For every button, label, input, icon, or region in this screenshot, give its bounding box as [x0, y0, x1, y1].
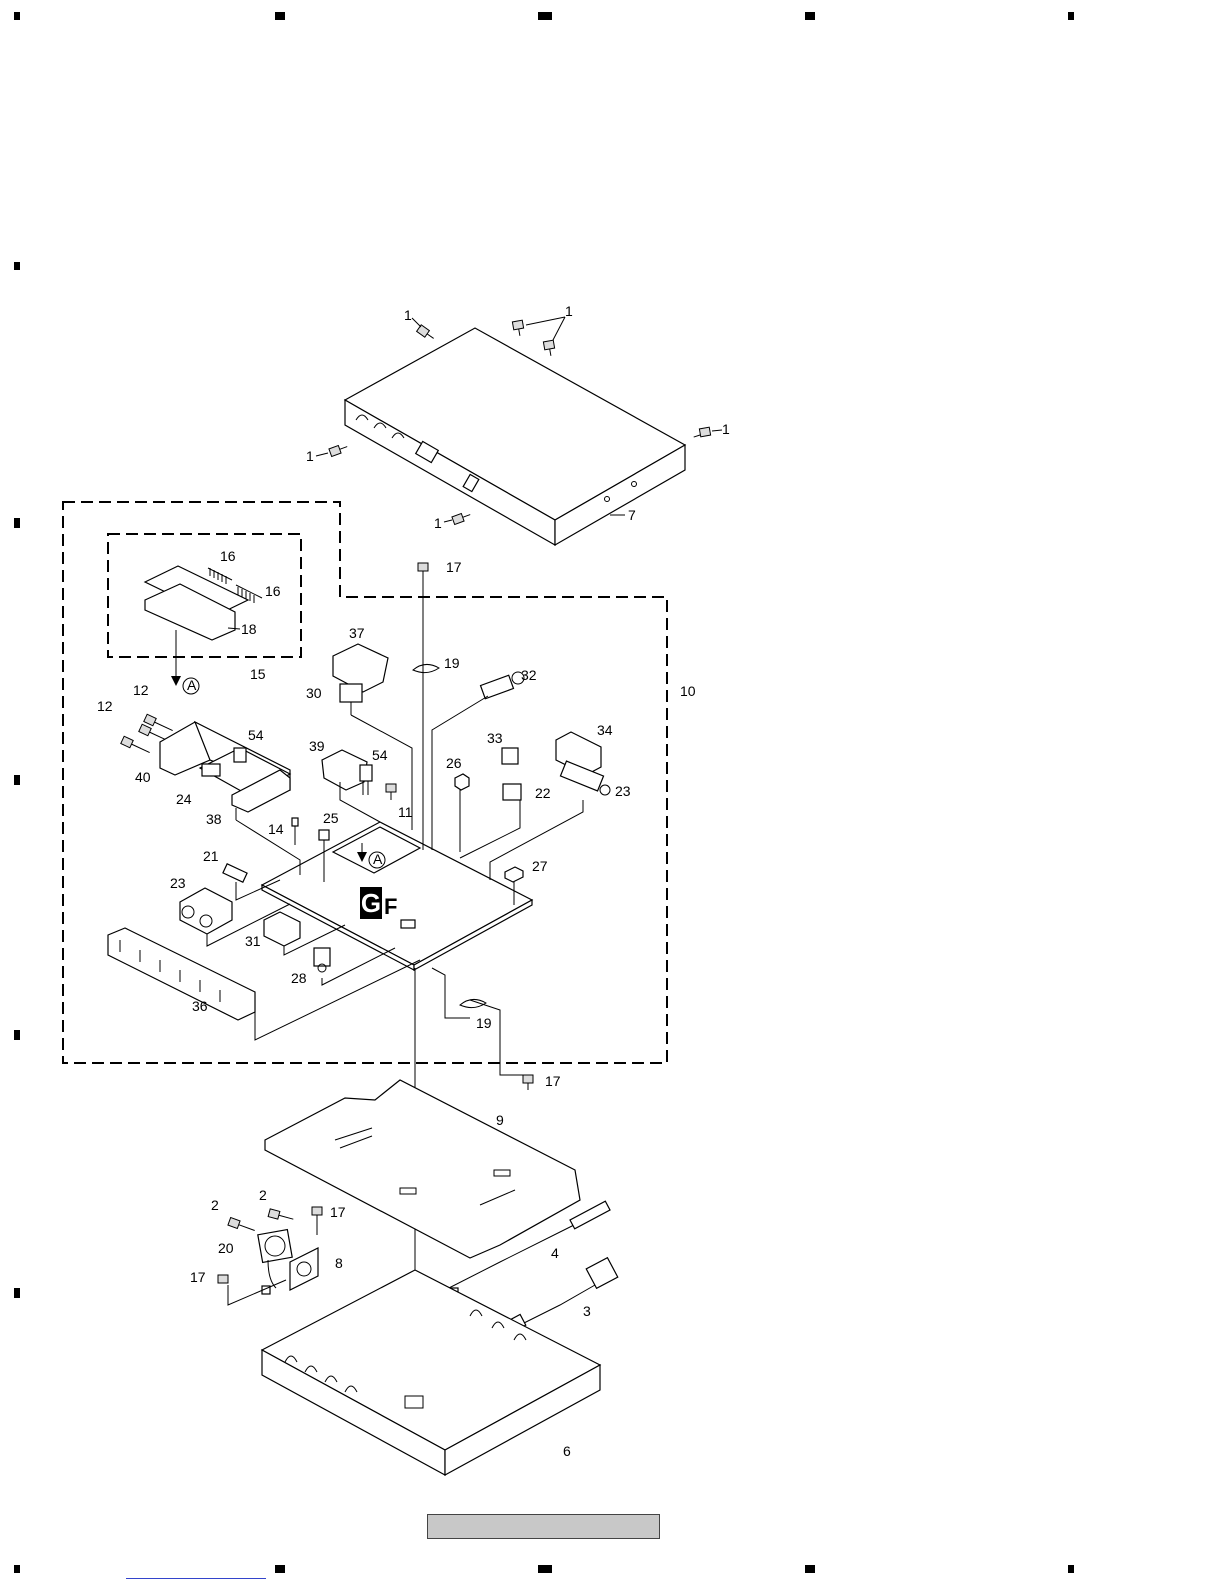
callout: 36 — [192, 998, 208, 1014]
callout: 6 — [563, 1443, 571, 1459]
callout: 1 — [565, 303, 573, 319]
callout: 54 — [248, 727, 264, 743]
callout: 10 — [680, 683, 696, 699]
callout: 2 — [259, 1187, 267, 1203]
callout: 30 — [306, 685, 322, 701]
insulator-sheet — [265, 1080, 580, 1258]
callout: 38 — [206, 811, 222, 827]
badge-g: G — [361, 888, 381, 918]
callout: 23 — [170, 875, 186, 891]
callout: 26 — [446, 755, 462, 771]
callout: 21 — [203, 848, 219, 864]
callout: 16 — [265, 583, 281, 599]
callout: 33 — [487, 730, 503, 746]
callout: 40 — [135, 769, 151, 785]
callout: 22 — [535, 785, 551, 801]
callout: 1 — [434, 515, 442, 531]
marker-a-label: A — [373, 851, 383, 867]
callout: 34 — [597, 722, 613, 738]
callout: 17 — [330, 1204, 346, 1220]
callout: 7 — [628, 507, 636, 523]
fan-assembly — [218, 1207, 322, 1305]
callout: 17 — [545, 1073, 561, 1089]
callout: 19 — [476, 1015, 492, 1031]
callout: 4 — [551, 1245, 559, 1261]
bottom-chassis — [262, 1270, 600, 1475]
callout: 12 — [133, 682, 149, 698]
callout: 1 — [306, 448, 314, 464]
callout: 39 — [309, 738, 325, 754]
callout: 1 — [722, 421, 730, 437]
callout: 18 — [241, 621, 257, 637]
callout: 19 — [444, 655, 460, 671]
callout: 15 — [250, 666, 266, 682]
callout: 27 — [532, 858, 548, 874]
callout: 11 — [398, 804, 413, 820]
callout: 1 — [404, 307, 412, 323]
marker-a-label: A — [187, 677, 197, 693]
callout: 23 — [615, 783, 631, 799]
callout: 20 — [218, 1240, 234, 1256]
badge-f: F — [384, 894, 397, 919]
callout: 24 — [176, 791, 192, 807]
callout: 32 — [521, 667, 537, 683]
footer-link-underline[interactable] — [126, 1578, 266, 1579]
callout: 14 — [268, 821, 284, 837]
callout: 9 — [496, 1112, 504, 1128]
callout: 2 — [211, 1197, 219, 1213]
callout: 37 — [349, 625, 365, 641]
callout: 31 — [245, 933, 261, 949]
callout: 28 — [291, 970, 307, 986]
callout: 8 — [335, 1255, 343, 1271]
callout: 54 — [372, 747, 388, 763]
callout: 17 — [190, 1269, 206, 1285]
callout: 17 — [446, 559, 462, 575]
callout: 25 — [323, 810, 339, 826]
callout: 12 — [97, 698, 113, 714]
page-footer-box — [427, 1514, 660, 1539]
callout: 16 — [220, 548, 236, 564]
callout: 3 — [583, 1303, 591, 1319]
